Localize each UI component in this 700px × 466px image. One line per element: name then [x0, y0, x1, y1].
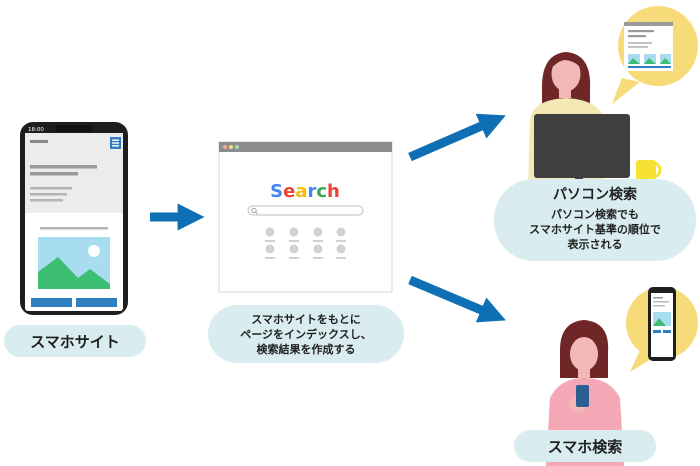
result-thumbnails: [265, 227, 346, 259]
smartphone-search-text: スマホ検索: [547, 437, 623, 456]
pc-search-note-line: パソコン検索でも: [551, 208, 639, 221]
indexing-note-line: 検索結果を作成する: [256, 342, 356, 356]
smartphone-search-label: スマホ検索: [514, 430, 656, 462]
indexing-note: スマホサイトをもとに ページをインデックスし、 検索結果を作成する: [208, 305, 404, 363]
search-logo-letter: c: [316, 181, 327, 202]
indexing-note-line: スマホサイトをもとに: [251, 312, 361, 326]
pc-search-note-line: 表示される: [567, 238, 623, 251]
phone-notch: [55, 125, 93, 132]
mug: [636, 160, 656, 180]
arrow-to-pc-search: [408, 113, 506, 162]
pc-search-card: パソコン検索 パソコン検索でも スマホサイト基準の順位で 表示される: [494, 179, 696, 261]
search-logo-letter: e: [283, 181, 295, 202]
search-logo-letter: h: [327, 181, 340, 202]
browser-window: [218, 141, 393, 293]
pc-search-title: パソコン検索: [553, 187, 637, 203]
search-icon: [251, 207, 257, 214]
smartphone-site-text: スマホサイト: [30, 332, 120, 351]
search-logo-letter: r: [307, 181, 316, 202]
pc-speech-bubble: [612, 6, 698, 104]
smartphone-illustration: 18:00: [20, 122, 128, 315]
search-logo-letter: a: [295, 181, 307, 202]
pc-search-note-line: スマホサイト基準の順位で: [529, 223, 661, 236]
handheld-phone: [576, 385, 589, 407]
phone-time: 18:00: [28, 127, 44, 133]
monitor: [534, 114, 630, 178]
search-logo: Search: [270, 181, 340, 202]
pc-user-illustration: [518, 52, 662, 188]
smartphone-site-label: スマホサイト: [4, 325, 146, 357]
browser-titlebar: [219, 142, 392, 152]
indexing-note-line: ページをインデックスし、: [240, 327, 372, 341]
smartphone-speech-bubble: [626, 287, 698, 372]
search-box: [247, 205, 364, 216]
search-logo-letter: S: [270, 181, 283, 202]
arrow-to-smartphone-search: [408, 275, 506, 323]
